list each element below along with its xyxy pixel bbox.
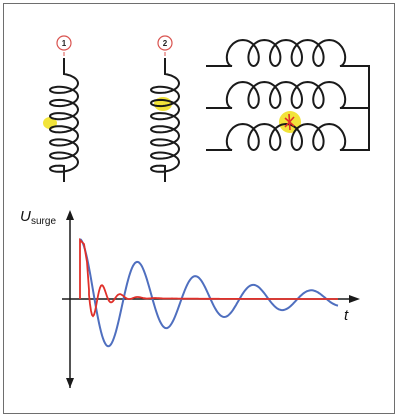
figure-frame [3, 3, 395, 414]
y-axis-label-subscript: surge [31, 216, 56, 227]
y-axis-arrow-up [66, 210, 74, 220]
winding-phase-bottom [206, 122, 350, 152]
winding-phase-middle [206, 80, 350, 110]
coil-1: 1 [43, 35, 80, 182]
x-axis-label: t [344, 307, 349, 324]
x-axis-arrow [349, 295, 360, 303]
coil-2: 2 [149, 35, 181, 182]
surge-curve-blue [79, 238, 339, 348]
winding-star-connection [350, 65, 370, 151]
spark-icon [284, 113, 295, 131]
y-axis-arrow-down [66, 378, 74, 388]
badge-2-label: 2 [163, 39, 168, 48]
badge-1-ring [56, 35, 72, 51]
coil-2-winding [149, 58, 181, 182]
three-phase-winding [206, 38, 370, 152]
coil-1-winding [48, 58, 80, 182]
y-axis-label: U [20, 208, 31, 225]
surge-graph: U surge t [20, 208, 360, 388]
badge-1-label: 1 [62, 39, 67, 48]
surge-curve-red [79, 237, 338, 318]
badge-2-ring [157, 35, 173, 51]
winding-phase-top [206, 38, 350, 68]
